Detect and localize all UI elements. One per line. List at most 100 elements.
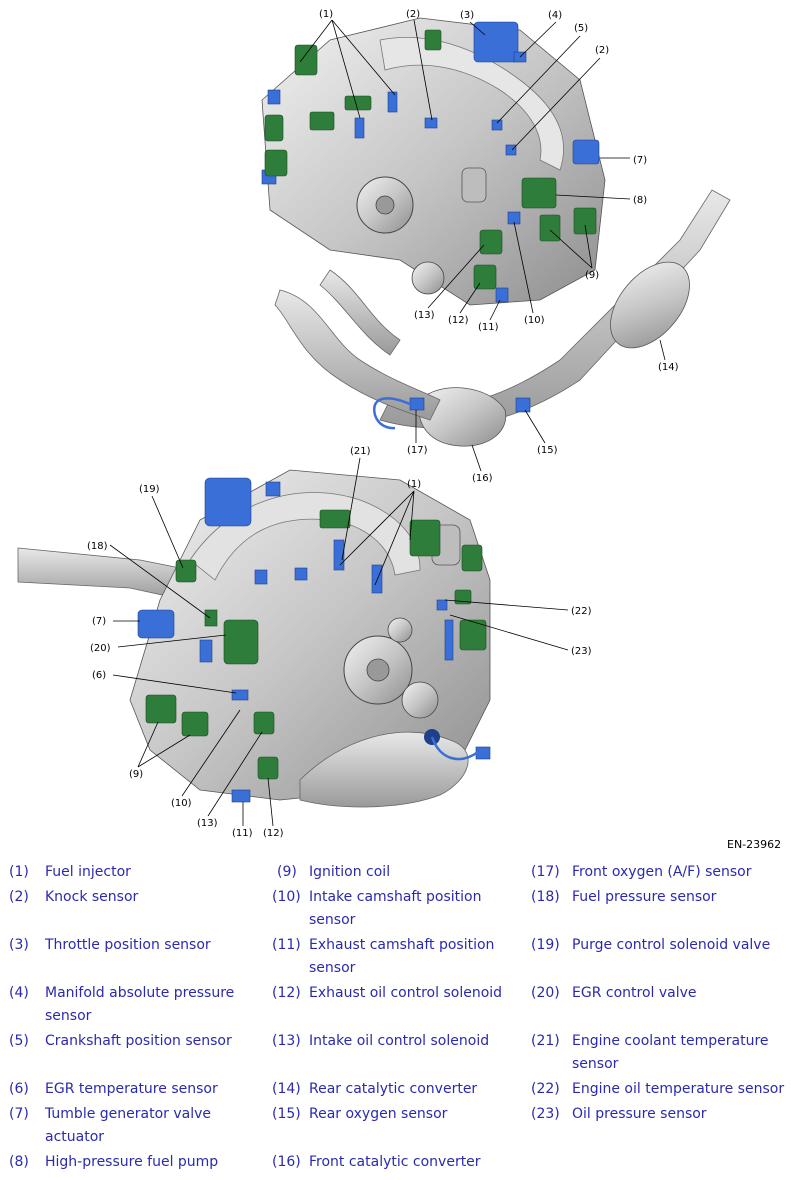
callout-top-4: (4) xyxy=(548,10,562,21)
legend-number: (10) xyxy=(272,889,301,905)
callout-top-14: (14) xyxy=(658,362,679,373)
legend-number: (6) xyxy=(9,1081,29,1097)
legend-label: Engine oil temperature sensor xyxy=(572,1081,785,1097)
legend-label: Front oxygen (A/F) sensor xyxy=(572,864,752,880)
callout-top-13: (13) xyxy=(414,310,435,321)
legend-number: (13) xyxy=(272,1033,301,1049)
legend-label: Exhaust oil control solenoid xyxy=(309,985,503,1001)
legend-number: (22) xyxy=(531,1081,560,1097)
callout-top-5: (5) xyxy=(574,23,588,34)
exhaust-manifold-top xyxy=(274,289,441,421)
legend-label: Rear oxygen sensor xyxy=(309,1106,448,1122)
callout-top-15: (15) xyxy=(537,445,558,456)
idler-pulley-bottom xyxy=(387,617,413,643)
legend-number: (5) xyxy=(9,1033,29,1049)
oil-pan-bottom xyxy=(299,731,469,808)
legend-item: (20) EGR control valve xyxy=(0,982,791,1030)
legend-item: (19) Purge control solenoid valve xyxy=(0,934,791,982)
callout-top-16: (16) xyxy=(472,473,493,484)
callout-top-12: (12) xyxy=(448,315,469,326)
callout-bottom-11: (11) xyxy=(232,828,253,839)
legend-number: (20) xyxy=(531,985,560,1001)
callout-bottom-6: (6) xyxy=(92,670,106,681)
legend-label: Exhaust camshaft position sensor xyxy=(309,937,495,976)
legend-item: (13) Intake oil control solenoid xyxy=(0,1030,530,1078)
legend-item: (15) Rear oxygen sensor xyxy=(0,1103,530,1151)
legend-number: (11) xyxy=(272,937,301,953)
exhaust-manifold-top-2 xyxy=(319,269,401,356)
legend-number: (1) xyxy=(9,864,29,880)
callout-bottom-23: (23) xyxy=(571,646,592,657)
legend-label: Engine coolant temperature sensor xyxy=(572,1033,769,1072)
legend-number: (2) xyxy=(9,889,29,905)
legend-number: (19) xyxy=(531,937,560,953)
legend-number: (14) xyxy=(272,1081,301,1097)
alternator-pulley-top xyxy=(411,261,445,295)
legend-number: (4) xyxy=(9,985,29,1001)
legend-number: (17) xyxy=(531,864,560,880)
callout-bottom-22: (22) xyxy=(571,606,592,617)
legend-number: (23) xyxy=(531,1106,560,1122)
legend-item: (8) High-pressure fuel pump xyxy=(0,1151,260,1175)
legend-item: (2) Knock sensor xyxy=(0,886,260,934)
alternator-pulley-bottom xyxy=(401,681,439,719)
throttle-body-sensor-bottom xyxy=(204,477,252,527)
legend-number: (16) xyxy=(272,1154,301,1170)
legend-label: Fuel injector xyxy=(45,864,131,880)
legend-label: High-pressure fuel pump xyxy=(45,1154,219,1170)
legend-label: Fuel pressure sensor xyxy=(572,889,717,905)
legend-item: (17) Front oxygen (A/F) sensor xyxy=(0,861,791,885)
callout-top-2b: (2) xyxy=(595,45,609,56)
legend-item: (7) Tumble generator valve actuator xyxy=(0,1103,260,1151)
throttle-body-sensor-shape xyxy=(473,21,519,63)
legend-item: (16) Front catalytic converter xyxy=(0,1151,530,1175)
rear-catalytic-converter-shape xyxy=(610,261,690,349)
legend-item: (12) Exhaust oil control solenoid xyxy=(0,982,530,1030)
legend-item: (11) Exhaust camshaft position sensor xyxy=(0,934,530,982)
legend-number: (8) xyxy=(9,1154,29,1170)
callout-top-11: (11) xyxy=(478,322,499,333)
callout-top-17: (17) xyxy=(407,445,428,456)
legend-label: Manifold absolute pressure sensor xyxy=(45,985,235,1024)
callout-bottom-7: (7) xyxy=(92,616,106,627)
component-legend: (1) Fuel injector (2) Knock sensor (3) T… xyxy=(0,860,791,1180)
bottom-callouts: (21) (1) (19) (18) (7) (20) (6) (9) (10)… xyxy=(87,446,592,839)
callout-top-3: (3) xyxy=(460,10,474,21)
legend-label: Throttle position sensor xyxy=(45,937,211,953)
front-catalytic-converter-shape xyxy=(418,387,507,447)
legend-number: (18) xyxy=(531,889,560,905)
callout-top-2a: (2) xyxy=(406,9,420,20)
callout-top-7: (7) xyxy=(633,155,647,166)
legend-item: (10) Intake camshaft position sensor xyxy=(0,886,530,934)
top-engine-view xyxy=(261,17,731,447)
legend-item: (14) Rear catalytic converter xyxy=(0,1078,530,1102)
callout-bottom-19: (19) xyxy=(139,484,160,495)
legend-label: EGR control valve xyxy=(572,985,697,1001)
figure-id: EN-23962 xyxy=(727,838,782,851)
callout-bottom-21: (21) xyxy=(350,446,371,457)
callout-bottom-20: (20) xyxy=(90,643,111,654)
legend-label: Front catalytic converter xyxy=(309,1154,481,1170)
intake-manifold-top xyxy=(379,37,564,171)
legend-item: (4) Manifold absolute pressure sensor xyxy=(0,982,260,1030)
callout-bottom-18: (18) xyxy=(87,541,108,552)
legend-number: (3) xyxy=(9,937,29,953)
callout-bottom-12: (12) xyxy=(263,828,284,839)
legend-label: Intake oil control solenoid xyxy=(309,1033,490,1049)
legend-label: Ignition coil xyxy=(309,864,391,880)
legend-label: EGR temperature sensor xyxy=(45,1081,218,1097)
callout-top-1: (1) xyxy=(319,9,333,20)
legend-number: (7) xyxy=(9,1106,29,1122)
legend-item: (23) Oil pressure sensor xyxy=(0,1103,791,1127)
legend-label: Intake camshaft position sensor xyxy=(309,889,482,928)
callout-top-8: (8) xyxy=(633,195,647,206)
legend-label: Oil pressure sensor xyxy=(572,1106,707,1122)
legend-item: (1) Fuel injector xyxy=(0,861,260,885)
legend-number: (12) xyxy=(272,985,301,1001)
legend-label: Tumble generator valve actuator xyxy=(45,1106,212,1145)
legend-item: (9) Ignition coil xyxy=(0,861,530,885)
callout-bottom-1: (1) xyxy=(407,479,421,490)
legend-label: Purge control solenoid valve xyxy=(572,937,771,953)
legend-label: Crankshaft position sensor xyxy=(45,1033,232,1049)
legend-item: (3) Throttle position sensor xyxy=(0,934,260,982)
